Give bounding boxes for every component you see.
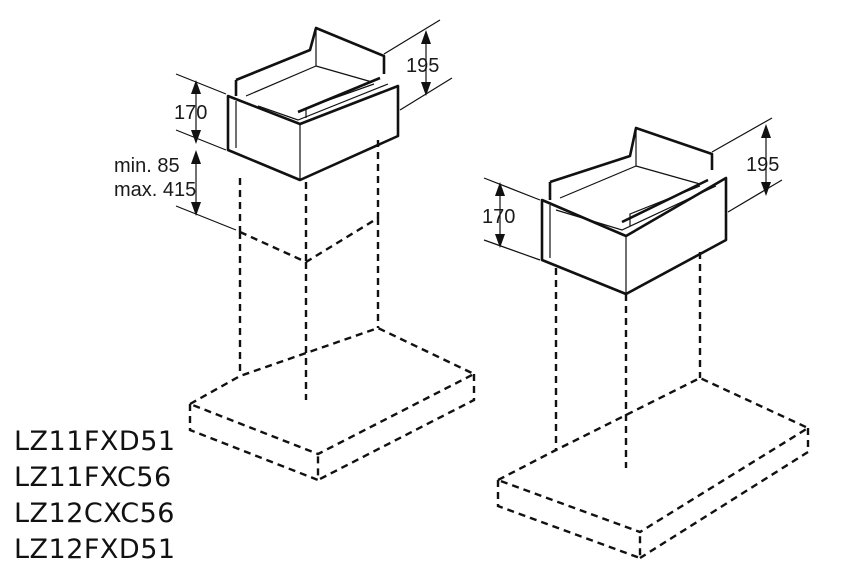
right-height-dimension: 170 [482,206,515,228]
left-dimension-lines [175,19,453,231]
right-hood-canopy [495,376,811,560]
left-assembly: 170 195 min. 85 max. 415 [114,19,477,482]
left-extension-box [226,26,400,182]
left-hood-canopy [187,326,477,482]
model-number: LZ12CXC56 [14,498,175,529]
model-list: LZ11FXD51 LZ11FXC56 LZ12CXC56 LZ12FXD51 [14,424,176,568]
left-chimney [238,140,380,400]
right-dimension-lines [483,117,783,261]
right-extension-box [540,126,728,296]
right-chimney [554,252,702,468]
model-number: LZ11FXC56 [14,462,172,493]
left-max-dimension: max. 415 [114,179,196,201]
right-assembly: 170 195 [482,117,811,560]
right-depth-dimension: 195 [746,154,779,176]
left-min-dimension: min. 85 [114,155,180,177]
model-number: LZ11FXD51 [14,426,176,457]
model-number: LZ12FXD51 [14,534,176,565]
left-height-dimension: 170 [174,102,207,124]
left-depth-dimension: 195 [406,55,439,77]
